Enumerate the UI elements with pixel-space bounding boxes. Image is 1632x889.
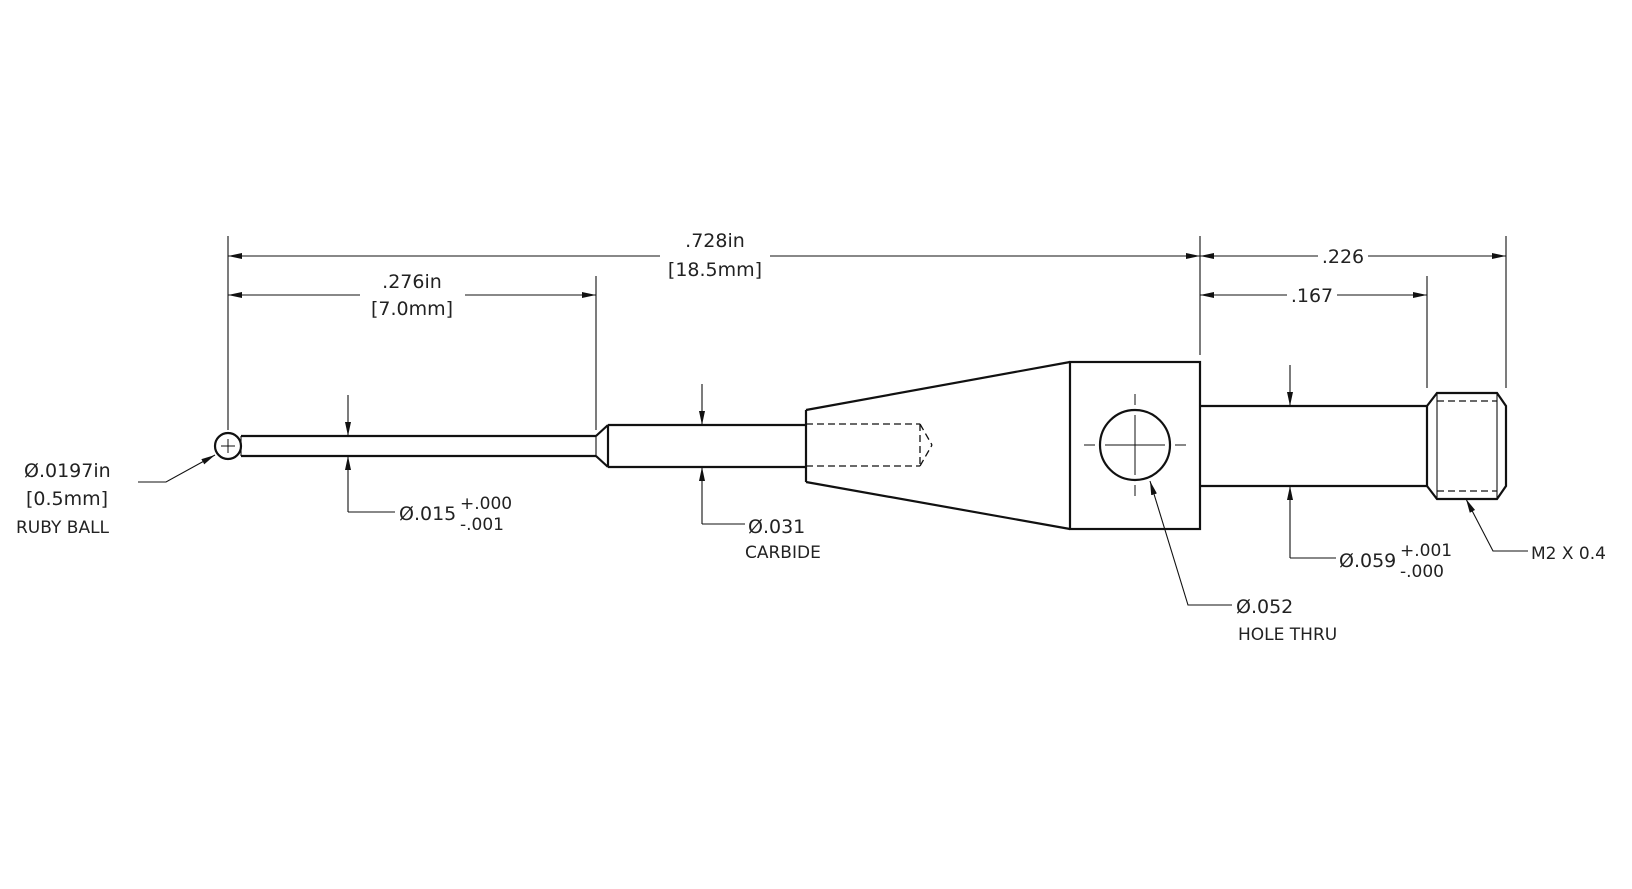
stylus-length-in: .276in: [382, 271, 442, 293]
shank-length: .167: [1291, 285, 1333, 307]
ruby-ball-note: RUBY BALL: [16, 518, 110, 538]
carbide-note: CARBIDE: [745, 543, 821, 563]
tapered-body: [804, 360, 1071, 531]
thread-section-length: .226: [1322, 246, 1364, 268]
shank-tol-minus: -.000: [1400, 562, 1444, 582]
shank-tol-plus: +.001: [1400, 541, 1452, 561]
stylus-part: [213, 360, 1508, 531]
stylus-length-mm: [7.0mm]: [371, 298, 453, 320]
dimension-labels: .728in [18.5mm] .276in [7.0mm] .226 .167…: [16, 230, 1606, 645]
cross-hole: [1098, 408, 1172, 482]
shank: [1200, 404, 1429, 488]
carbide-diameter: Ø.031: [748, 516, 805, 538]
stylus-tol-minus: -.001: [460, 515, 504, 535]
thread-spec: M2 X 0.4: [1531, 544, 1606, 564]
shank-diameter: Ø.059: [1339, 550, 1396, 572]
thread: [1426, 391, 1508, 501]
stylus-tol-plus: +.000: [460, 494, 512, 514]
overall-length-in: .728in: [685, 230, 745, 252]
block: [1068, 360, 1202, 531]
overall-length-mm: [18.5mm]: [668, 259, 762, 281]
ruby-ball-diameter: Ø.0197in: [24, 460, 111, 482]
hole-note: HOLE THRU: [1238, 625, 1337, 645]
stylus-stem: [240, 424, 609, 468]
stylus-diameter: Ø.015: [399, 503, 456, 525]
dimension-lines: [138, 236, 1528, 606]
carbide-rod: [606, 423, 806, 469]
hole-diameter: Ø.052: [1236, 596, 1293, 618]
ruby-ball-mm: [0.5mm]: [26, 488, 108, 510]
